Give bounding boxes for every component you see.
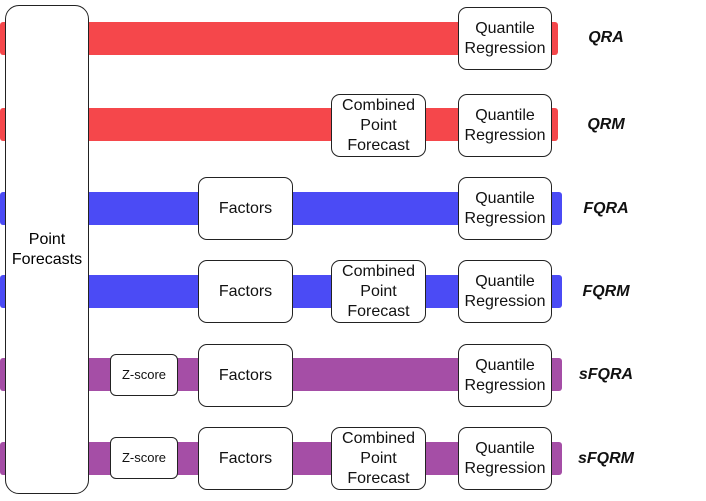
quantile-regression-box: Quantile Regression — [458, 94, 552, 157]
zscore-box: Z-score — [110, 354, 178, 396]
method-label: FQRM — [582, 283, 630, 300]
quantile-regression-box: Quantile Regression — [458, 344, 552, 407]
quantile-regression-box: Quantile Regression — [458, 177, 552, 240]
factors-box: Factors — [198, 177, 293, 240]
combined-point-forecast-box: Combined Point Forecast — [331, 427, 426, 490]
factors-box: Factors — [198, 427, 293, 490]
quantile-regression-box: Quantile Regression — [458, 427, 552, 490]
method-label: sFQRA — [578, 366, 634, 383]
method-label: FQRA — [583, 200, 629, 217]
factors-box: Factors — [198, 260, 293, 323]
zscore-box: Z-score — [110, 437, 178, 479]
combined-point-forecast-box: Combined Point Forecast — [331, 94, 426, 157]
quantile-regression-box: Quantile Regression — [458, 260, 552, 323]
method-label: sFQRM — [578, 450, 634, 467]
factors-box: Factors — [198, 344, 293, 407]
method-label: QRM — [587, 116, 625, 133]
quantile-regression-box: Quantile Regression — [458, 7, 552, 70]
combined-point-forecast-box: Combined Point Forecast — [331, 260, 426, 323]
point-forecasts-box: Point Forecasts — [5, 5, 89, 494]
method-label: QRA — [588, 29, 624, 46]
